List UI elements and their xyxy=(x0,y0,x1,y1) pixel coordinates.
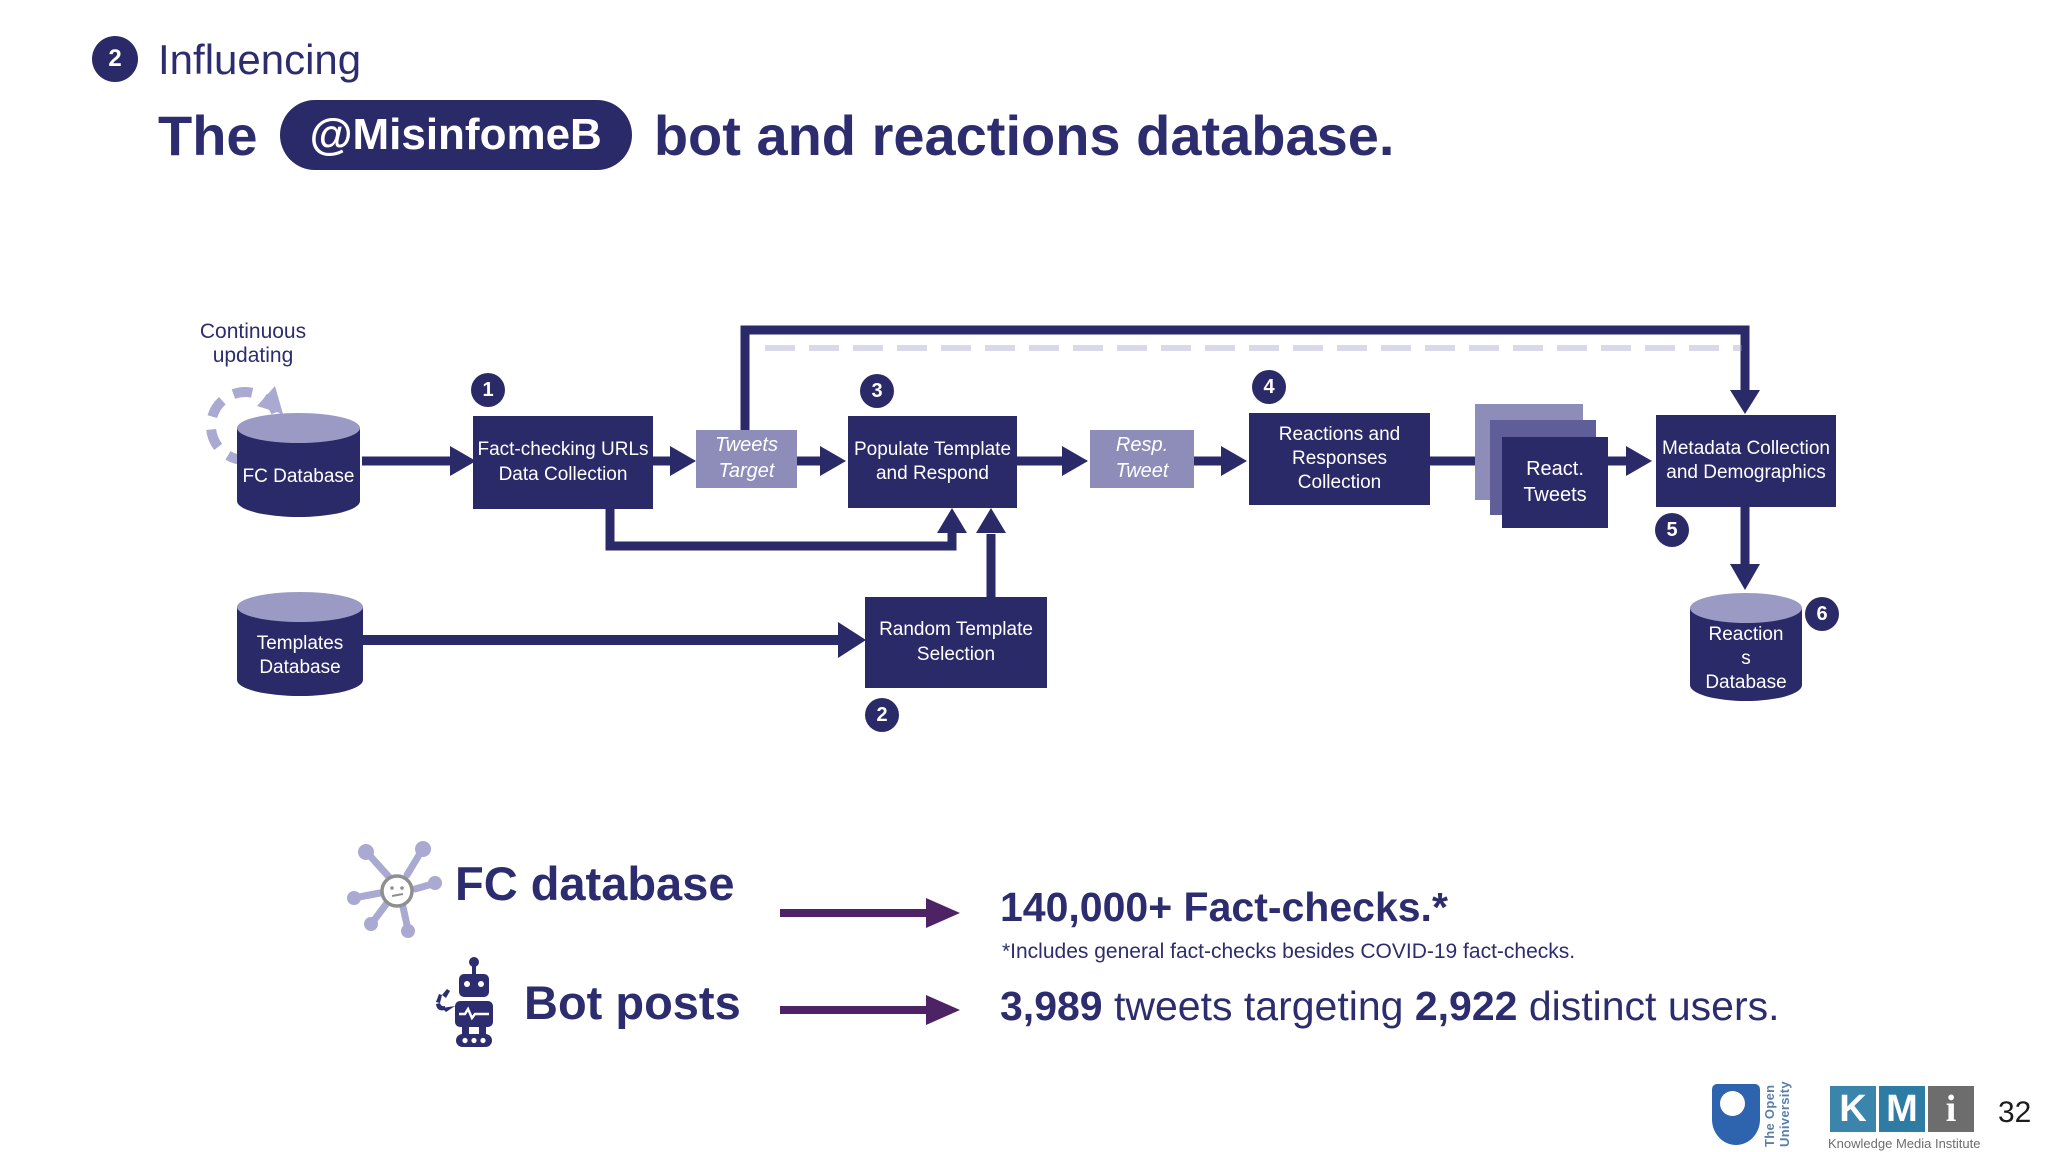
bot-arrow xyxy=(780,995,960,1025)
templates-database-cylinder: Templates Database xyxy=(237,592,363,696)
badge-1: 1 xyxy=(471,373,505,407)
metadata-box: Metadata Collection and Demographics xyxy=(1656,415,1836,507)
fc-database-label: FC Database xyxy=(242,466,355,488)
kmi-letter-i: i xyxy=(1928,1086,1974,1132)
reactions-database-cylinder: Reactions Database xyxy=(1690,593,1802,701)
kmi-caption: Knowledge Media Institute xyxy=(1828,1136,1981,1151)
tweets-count: 3,989 xyxy=(1000,983,1103,1029)
badge-6: 6 xyxy=(1805,597,1839,631)
fc-arrow xyxy=(780,898,960,928)
fc-database-cylinder: FC Database xyxy=(237,413,360,517)
title-post: bot and reactions database. xyxy=(653,103,1395,167)
kmi-logo: K M i xyxy=(1830,1086,1974,1132)
cylinder-top xyxy=(1690,593,1802,623)
bot-handle-pill: @MisinfomeB xyxy=(279,100,632,170)
react-tweets-box: React. Tweets xyxy=(1502,437,1608,528)
robot-icon xyxy=(436,957,493,1047)
open-university-logo xyxy=(1712,1084,1760,1145)
fc-checks-value: 140,000+ Fact-checks.* xyxy=(1000,884,1448,930)
random-template-box: Random Template Selection xyxy=(865,597,1047,688)
tweets-target-box: Tweets Target xyxy=(696,430,797,488)
resp-tweet-box: Resp. Tweet xyxy=(1090,430,1194,488)
badge-4: 4 xyxy=(1252,370,1286,404)
fc-footnote: *Includes general fact-checks besides CO… xyxy=(1002,940,1576,963)
bot-posts-stat-label: Bot posts xyxy=(524,976,741,1029)
title-pre: The xyxy=(158,103,258,167)
fact-checking-box: Fact-checking URLs Data Collection xyxy=(473,416,653,509)
badge-5: 5 xyxy=(1655,513,1689,547)
tweets-tail-text: distinct users. xyxy=(1517,983,1780,1029)
bot-posts-value: 3,989 tweets targeting 2,922 distinct us… xyxy=(1000,980,1790,1033)
ou-logo-circle xyxy=(1720,1091,1745,1116)
kmi-letter-k: K xyxy=(1830,1086,1876,1132)
fc-database-stat-label: FC database xyxy=(455,857,735,910)
ou-logo-text: The Open University xyxy=(1762,1081,1792,1147)
populate-template-box: Populate Template and Respond xyxy=(848,416,1017,508)
page-number: 32 xyxy=(1998,1096,2032,1129)
badge-3: 3 xyxy=(860,374,894,408)
badge-2: 2 xyxy=(865,698,899,732)
network-icon xyxy=(347,841,442,938)
cylinder-top xyxy=(237,592,363,622)
step-number-badge: 2 xyxy=(92,36,138,82)
kmi-letter-m: M xyxy=(1879,1086,1925,1132)
users-count: 2,922 xyxy=(1414,983,1518,1029)
continuous-updating-label: Continuous updating xyxy=(199,320,307,367)
reactions-collection-box: Reactions and Responses Collection xyxy=(1249,413,1430,505)
templates-database-label: Templates Database xyxy=(256,633,344,678)
tweets-mid-text: tweets targeting xyxy=(1102,983,1415,1029)
slide-title: The @MisinfomeB bot and reactions databa… xyxy=(158,100,1394,170)
cylinder-top xyxy=(237,413,360,443)
section-title: Influencing xyxy=(158,36,362,83)
reactions-database-label: Reactions Database xyxy=(1705,624,1787,693)
